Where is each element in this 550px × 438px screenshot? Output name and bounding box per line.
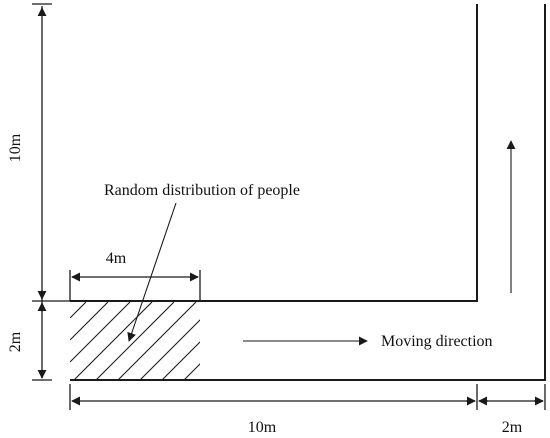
annotation-leader bbox=[127, 202, 177, 342]
crowd-annotation: Random distribution of people bbox=[104, 182, 300, 342]
dim-bottom-right-label: 2m bbox=[502, 419, 523, 436]
vertical-dimensions: 10m 2m bbox=[7, 3, 70, 381]
horizontal-dimensions: 10m 2m bbox=[69, 384, 546, 436]
crowd-area bbox=[70, 302, 200, 380]
dim-block-label: 4m bbox=[106, 250, 127, 267]
dim-vertical-upper-label: 10m bbox=[7, 133, 24, 162]
moving-direction: Moving direction bbox=[243, 140, 516, 350]
outer-wall bbox=[70, 4, 546, 381]
corridor-walls bbox=[70, 4, 546, 381]
moving-direction-label: Moving direction bbox=[381, 333, 493, 350]
dim-vertical-lower-label: 2m bbox=[7, 331, 24, 352]
dim-bottom-left-label: 10m bbox=[248, 419, 277, 436]
inner-wall bbox=[70, 4, 478, 302]
block-width-dimension: 4m bbox=[69, 250, 201, 301]
annotation-label: Random distribution of people bbox=[104, 182, 300, 199]
